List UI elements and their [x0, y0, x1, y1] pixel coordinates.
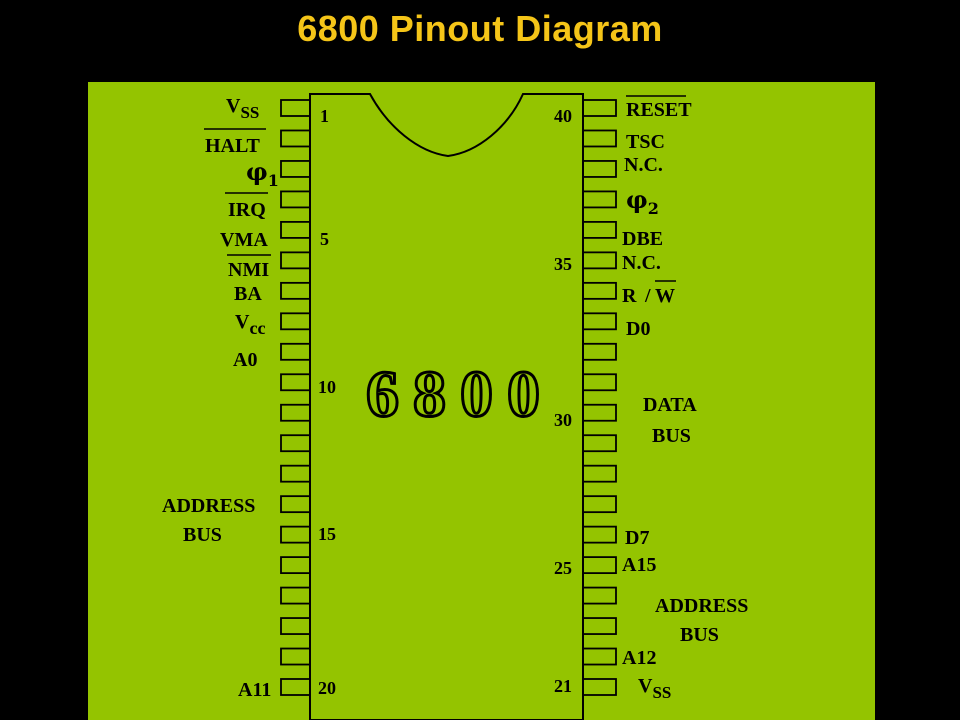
label-data-bus-line2: BUS — [652, 425, 691, 447]
pin-4 — [280, 190, 311, 209]
pin-11 — [280, 403, 311, 422]
right-pins — [582, 99, 617, 696]
label-reset: RESET — [626, 99, 692, 121]
label-address-bus-right-line2: BUS — [680, 624, 719, 646]
pin-8 — [280, 312, 311, 331]
chip-body — [309, 93, 584, 720]
pin-number-30: 30 — [554, 410, 572, 430]
pin-25 — [582, 556, 617, 575]
label-vma: VMA — [220, 229, 268, 251]
pin-23 — [582, 617, 617, 635]
label-nc-1: N.C. — [624, 154, 663, 176]
label-a15: A15 — [622, 554, 656, 576]
label-nc-2: N.C. — [622, 252, 661, 274]
pin-1 — [280, 99, 311, 117]
svg-text:/: / — [644, 285, 651, 307]
pin-number-40: 40 — [554, 106, 572, 126]
pin-21 — [582, 678, 617, 696]
svg-text:φ1: φ1 — [246, 157, 279, 190]
label-rw: R / W — [622, 280, 676, 307]
pin-number-25: 25 — [554, 558, 572, 578]
svg-text:W: W — [655, 285, 675, 307]
pin-2 — [280, 129, 311, 148]
label-ba: BA — [234, 283, 262, 305]
svg-text:φ2: φ2 — [626, 185, 659, 218]
pin-29 — [582, 434, 617, 453]
slide-title: 6800 Pinout Diagram — [297, 8, 663, 49]
pin-3 — [280, 160, 311, 178]
label-d7: D7 — [625, 527, 649, 549]
label-dbe: DBE — [622, 228, 663, 250]
pin-27 — [582, 495, 617, 514]
label-a0: A0 — [233, 349, 257, 371]
pin-19 — [280, 647, 311, 666]
pin-10 — [280, 373, 311, 392]
svg-text:R: R — [622, 285, 637, 307]
pin-28 — [582, 464, 617, 483]
pin-26 — [582, 525, 617, 544]
pin-20 — [280, 678, 311, 696]
pin-22 — [582, 647, 617, 666]
pin-number-5: 5 — [320, 229, 329, 249]
pin-31 — [582, 373, 617, 392]
pin-24 — [582, 586, 617, 605]
pin-12 — [280, 434, 311, 453]
pin-39 — [582, 129, 617, 148]
pin-17 — [280, 586, 311, 605]
pin-number-15: 15 — [318, 524, 336, 544]
pin-40 — [582, 99, 617, 117]
pin-35 — [582, 251, 617, 270]
label-data-bus-line1: DATA — [643, 394, 697, 416]
label-d0: D0 — [626, 318, 650, 340]
pin-number-35: 35 — [554, 254, 572, 274]
pin-37 — [582, 190, 617, 209]
label-a12: A12 — [622, 647, 656, 669]
pin-number-20: 20 — [318, 678, 336, 698]
left-pins — [280, 99, 311, 696]
label-vcc: Vcc — [235, 311, 265, 338]
pinout-diagram: 1 5 10 15 20 40 35 30 25 21 6800 VSS HAL… — [162, 93, 748, 720]
label-vss-left: VSS — [226, 95, 259, 122]
label-irq: IRQ — [228, 199, 266, 221]
pin-5 — [280, 220, 311, 239]
pin-number-21: 21 — [554, 676, 572, 696]
svg-text:VSS: VSS — [638, 675, 671, 702]
label-tsc: TSC — [626, 131, 665, 153]
pin-32 — [582, 342, 617, 361]
label-a11: A11 — [238, 679, 271, 701]
svg-text:Vcc: Vcc — [235, 311, 265, 338]
pin-30 — [582, 403, 617, 422]
label-nmi: NMI — [228, 259, 269, 281]
pin-33 — [582, 312, 617, 331]
pin-34 — [582, 281, 617, 300]
label-halt: HALT — [205, 135, 261, 157]
pin-7 — [280, 281, 311, 300]
pin-18 — [280, 617, 311, 635]
pin-number-1: 1 — [320, 106, 329, 126]
pin-number-10: 10 — [318, 377, 336, 397]
label-address-bus-left-line2: BUS — [183, 524, 222, 546]
pin-13 — [280, 464, 311, 483]
pin-38 — [582, 160, 617, 178]
diagram-panel: 1 5 10 15 20 40 35 30 25 21 6800 VSS HAL… — [88, 82, 875, 720]
svg-text:VSS: VSS — [226, 95, 259, 122]
pin-15 — [280, 525, 311, 544]
label-vss-right: VSS — [638, 675, 671, 702]
pin-36 — [582, 220, 617, 239]
pin-14 — [280, 495, 311, 514]
label-phi2: φ2 — [626, 185, 659, 218]
chip-label: 6800 — [366, 358, 554, 431]
label-address-bus-left-line1: ADDRESS — [162, 495, 255, 517]
pin-6 — [280, 251, 311, 270]
label-address-bus-right-line1: ADDRESS — [655, 595, 748, 617]
pin-9 — [280, 342, 311, 361]
pin-16 — [280, 556, 311, 575]
label-phi1: φ1 — [246, 157, 279, 190]
